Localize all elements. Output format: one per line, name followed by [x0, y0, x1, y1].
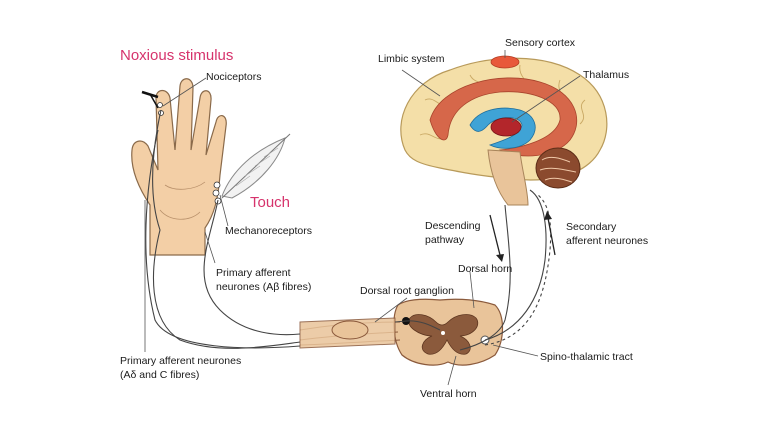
label-primary-ad-line1: Primary afferent neurones	[120, 355, 241, 367]
pin-icon	[141, 90, 159, 109]
label-primary-ab-line1: Primary afferent	[216, 267, 291, 279]
feather-icon	[221, 133, 291, 199]
label-mechanoreceptors: Mechanoreceptors	[225, 225, 312, 237]
label-dorsal-root-ganglion: Dorsal root ganglion	[360, 285, 454, 297]
label-secondary-line2: afferent neurones	[566, 235, 648, 247]
label-noxious-stimulus: Noxious stimulus	[120, 47, 233, 64]
label-primary-ad-line2: (Aδ and C fibres)	[120, 369, 199, 381]
label-thalamus: Thalamus	[583, 69, 629, 81]
label-descending-line2: pathway	[425, 234, 465, 246]
label-sensory-cortex: Sensory cortex	[505, 37, 576, 49]
label-descending-line1: Descending	[425, 220, 481, 232]
spinal-cord-section	[299, 298, 504, 366]
label-dorsal-horn: Dorsal horn	[458, 263, 512, 275]
leader-lines	[144, 50, 581, 386]
label-ventral-horn: Ventral horn	[420, 388, 477, 400]
label-limbic-system: Limbic system	[378, 53, 445, 65]
nerve-fibres	[145, 109, 552, 351]
label-secondary-line1: Secondary	[566, 221, 617, 233]
label-nociceptors: Nociceptors	[206, 71, 261, 83]
descending-arrow	[489, 214, 504, 262]
ascending-arrow	[544, 211, 556, 256]
brain-illustration	[400, 55, 608, 206]
mechanoreceptor-dots	[212, 181, 222, 205]
label-primary-ab-line2: neurones (Aβ fibres)	[216, 281, 311, 293]
label-spino-thalamic-tract: Spino-thalamic tract	[540, 351, 633, 363]
label-touch: Touch	[250, 194, 290, 211]
